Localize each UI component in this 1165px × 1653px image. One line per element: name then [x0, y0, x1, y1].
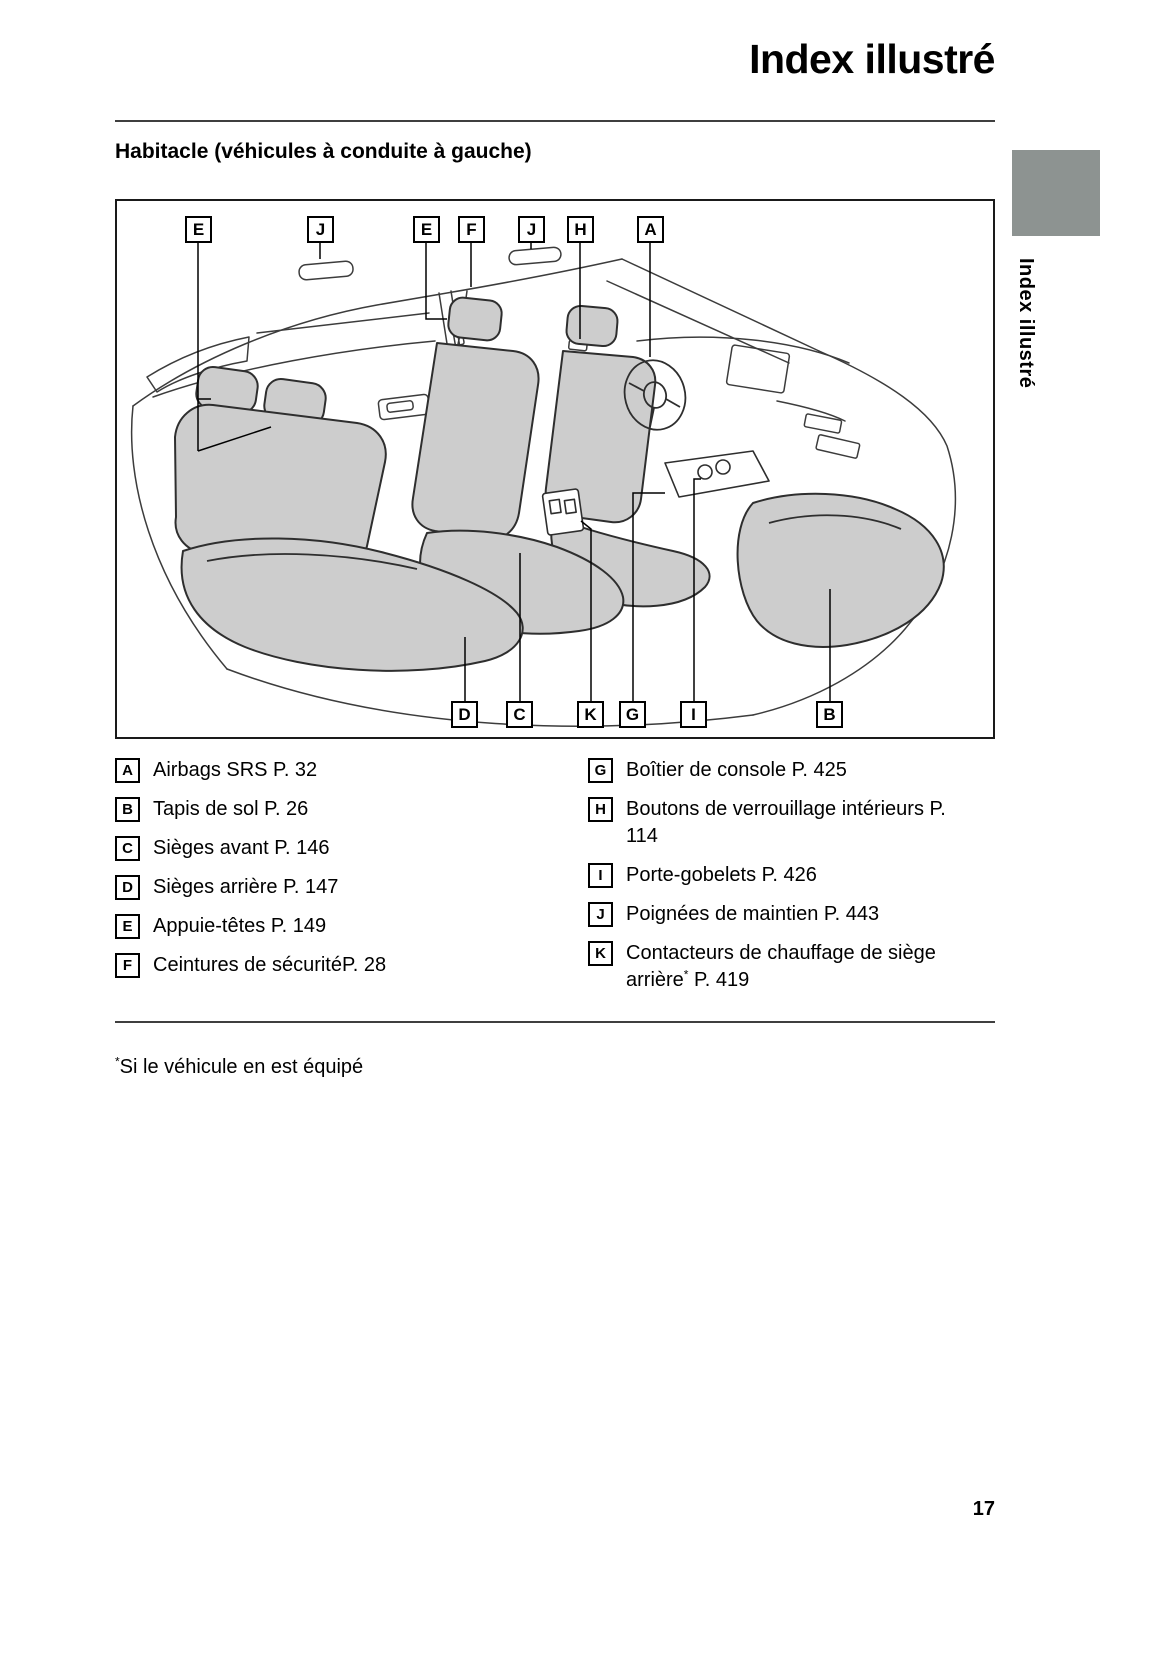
legend-text-K: Contacteurs de chauffage de siège arrièr… — [626, 942, 936, 991]
rear-seatback — [174, 403, 387, 574]
callout-bottom-I: I — [680, 701, 707, 728]
legend-letter-E: E — [115, 914, 140, 939]
cupholder-2 — [715, 459, 731, 475]
dashboard-screen — [725, 344, 791, 394]
legend-column-left: A Airbags SRS P. 32 B Tapis de sol P. 26… — [115, 757, 588, 991]
callout-bottom-C: C — [506, 701, 533, 728]
legend-text-F: Ceintures de sécuritéP. 28 — [153, 954, 387, 976]
callout-bottom-D: D — [451, 701, 478, 728]
callout-top-A: A — [637, 216, 664, 243]
legend-text-B: Tapis de sol P. 26 — [153, 798, 309, 820]
legend-letter-D: D — [115, 875, 140, 900]
legend-letter-G: G — [588, 758, 613, 783]
legend-letter-F: F — [115, 953, 140, 978]
driver-headrest — [565, 304, 619, 348]
legend-letter-C: C — [115, 836, 140, 861]
legend-text-A: Airbags SRS P. 32 — [153, 759, 318, 781]
callout-top-E1: E — [185, 216, 212, 243]
legend: A Airbags SRS P. 32 B Tapis de sol P. 26… — [115, 757, 995, 1006]
callout-top-F: F — [458, 216, 485, 243]
top-rule — [115, 120, 995, 122]
leader-lines — [197, 243, 831, 701]
legend-item-K: K Contacteurs de chauffage de siège arri… — [588, 940, 995, 994]
legend-item-D: D Sièges arrière P. 147 — [115, 874, 588, 901]
section-heading: Habitacle (véhicules à conduite à gauche… — [115, 140, 532, 163]
front-headrest — [447, 296, 503, 342]
steering-wheel — [206, 359, 902, 570]
interior-diagram: E J E F J H A D C K G I B — [115, 199, 995, 739]
cupholder-1 — [697, 464, 713, 480]
legend-text-D: Sièges arrière P. 147 — [153, 876, 339, 898]
footnote: *Si le véhicule en est équipé — [115, 1054, 364, 1079]
grab-handle-rear — [298, 260, 354, 281]
callout-bottom-B: B — [816, 701, 843, 728]
legend-text-E: Appuie-têtes P. 149 — [153, 915, 327, 937]
legend-column-right: G Boîtier de console P. 425 H Boutons de… — [588, 757, 995, 1006]
callout-top-H: H — [567, 216, 594, 243]
legend-item-F: F Ceintures de sécuritéP. 28 — [115, 952, 588, 979]
legend-text-J: Poignées de maintien P. 443 — [626, 903, 880, 925]
callout-bottom-G: G — [619, 701, 646, 728]
page-number: 17 — [972, 1498, 995, 1520]
legend-letter-H: H — [588, 797, 613, 822]
legend-item-B: B Tapis de sol P. 26 — [115, 796, 588, 823]
legend-letter-B: B — [115, 797, 140, 822]
legend-text-H: Boutons de verrouillage intérieurs P. 11… — [626, 798, 946, 847]
legend-item-C: C Sièges avant P. 146 — [115, 835, 588, 862]
footnote-text: Si le véhicule en est équipé — [119, 1056, 364, 1078]
interior-illustration — [130, 243, 956, 727]
interior-details — [541, 450, 770, 536]
front-passenger-seat-right — [736, 492, 945, 648]
console-box — [664, 450, 770, 498]
legend-text-C: Sièges avant P. 146 — [153, 837, 330, 859]
legend-item-E: E Appuie-têtes P. 149 — [115, 913, 588, 940]
seat-heater-panel — [541, 488, 585, 536]
front-seatback — [411, 342, 540, 541]
grab-handle-front — [508, 246, 562, 266]
legend-letter-A: A — [115, 758, 140, 783]
legend-letter-J: J — [588, 902, 613, 927]
legend-item-I: I Porte-gobelets P. 426 — [588, 862, 995, 889]
legend-letter-I: I — [588, 863, 613, 888]
seats — [174, 296, 945, 672]
callout-top-J2: J — [518, 216, 545, 243]
footnote-asterisk: * — [115, 1054, 120, 1069]
chapter-tab-block — [1012, 150, 1100, 236]
legend-text-G: Boîtier de console P. 425 — [626, 759, 847, 781]
legend-item-A: A Airbags SRS P. 32 — [115, 757, 588, 784]
legend-letter-K: K — [588, 941, 613, 966]
callout-top-J1: J — [307, 216, 334, 243]
bottom-rule — [115, 1021, 995, 1023]
page-title: Index illustré — [749, 36, 995, 82]
legend-item-H: H Boutons de verrouillage intérieurs P. … — [588, 796, 995, 850]
legend-text-I: Porte-gobelets P. 426 — [626, 864, 817, 886]
chapter-tab-label: Index illustré — [1015, 258, 1037, 389]
callout-bottom-K: K — [577, 701, 604, 728]
rear-cushion — [180, 537, 524, 672]
legend-item-J: J Poignées de maintien P. 443 — [588, 901, 995, 928]
legend-item-G: G Boîtier de console P. 425 — [588, 757, 995, 784]
callout-top-E2: E — [413, 216, 440, 243]
